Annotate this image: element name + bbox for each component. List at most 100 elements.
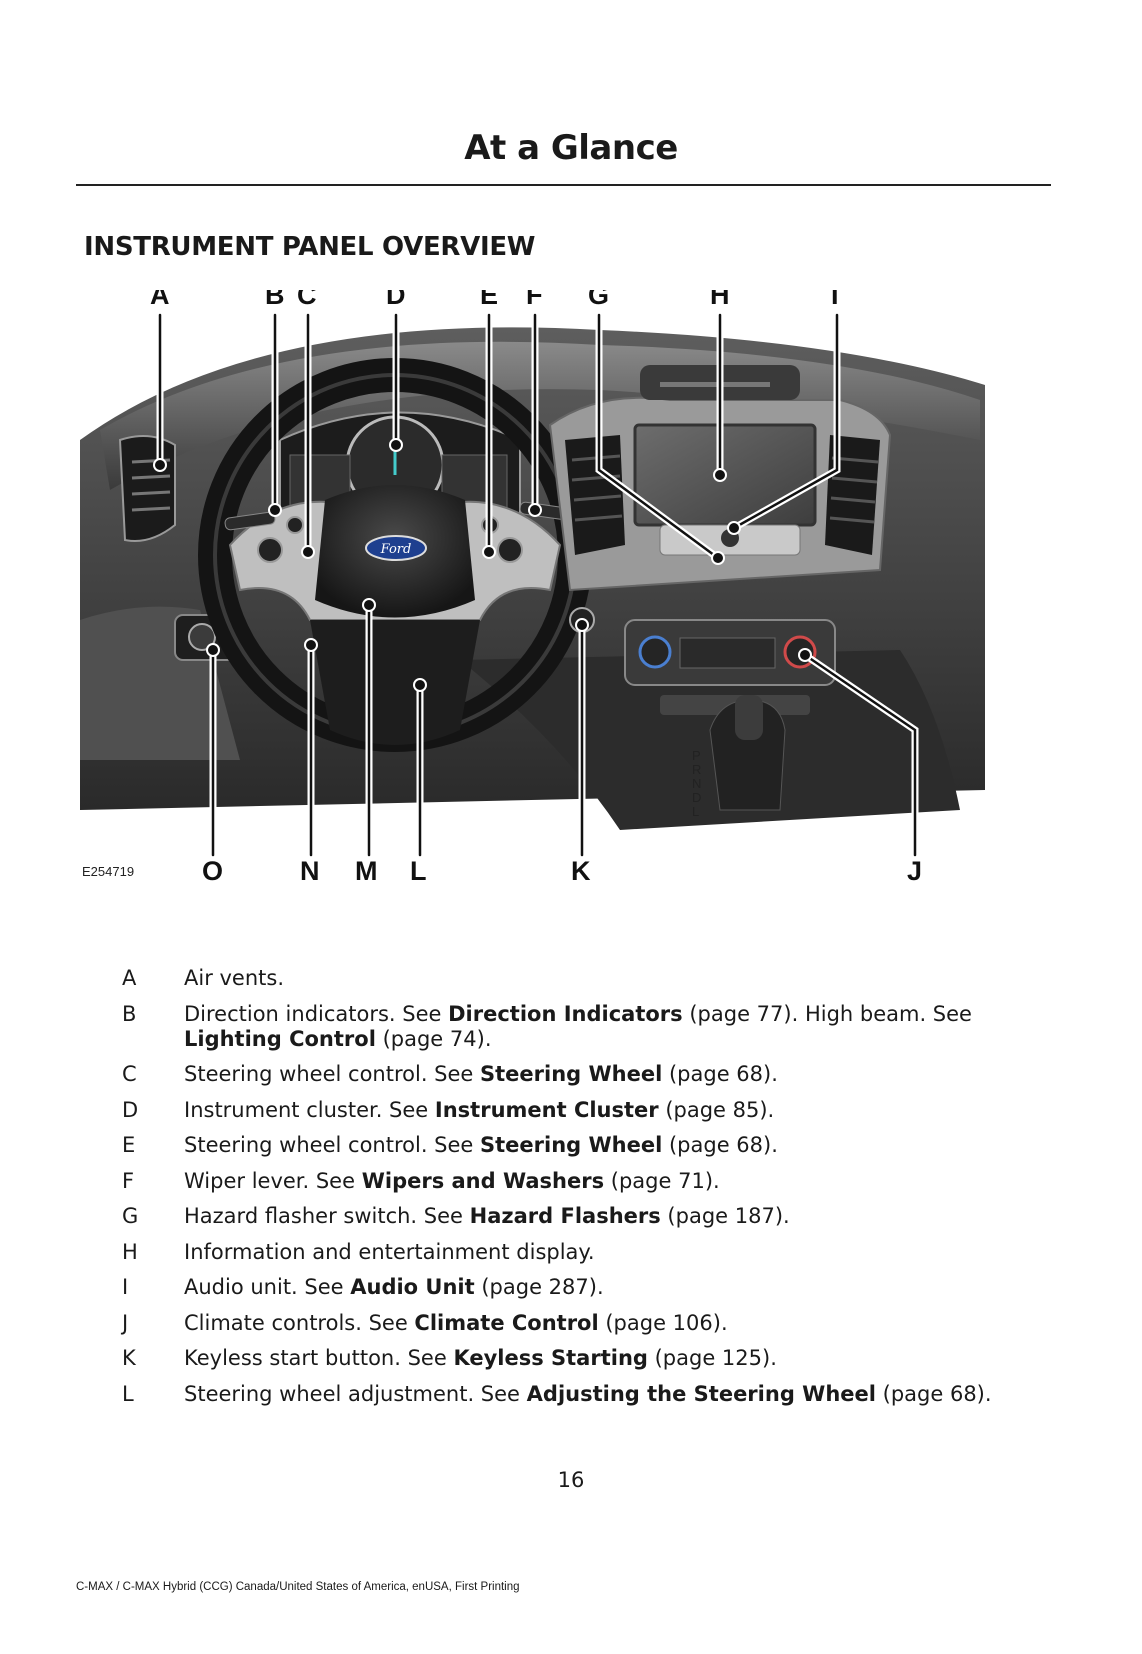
cross-reference-link[interactable]: Instrument Cluster <box>434 1097 659 1122</box>
figure-id: E254719 <box>82 864 134 879</box>
section-heading: INSTRUMENT PANEL OVERVIEW <box>84 232 536 262</box>
gear-label-d: D <box>692 790 701 805</box>
gear-shifter: P R N D L <box>692 695 786 819</box>
legend-key: F <box>122 1168 135 1193</box>
legend-item-c: C Steering wheel control. See Steering Wh… <box>122 1062 1042 1087</box>
legend-lead-text: Instrument cluster. See <box>184 1097 435 1122</box>
callout-letters-bottom: O N M L K J <box>202 856 922 886</box>
left-wheel-controls <box>257 516 304 563</box>
legend-lead-text: Air vents. <box>184 966 285 990</box>
legend-lead-text: Steering wheel adjustment. See <box>184 1381 527 1406</box>
legend-item-i: I Audio unit. See Audio Unit (page 287). <box>122 1275 1042 1300</box>
cross-reference-link[interactable]: Hazard Flashers <box>469 1204 661 1228</box>
legend-lead-text: Climate controls. See <box>184 1310 415 1335</box>
legend-key: E <box>122 1133 136 1157</box>
cross-reference-link[interactable]: Lighting Control <box>184 1026 376 1051</box>
legend-continuation-text: High beam. See <box>798 1001 972 1026</box>
callout-e: E <box>480 290 498 310</box>
ford-logo <box>365 535 427 561</box>
legend-text: Air vents. <box>184 966 1042 991</box>
legend-text: Keyless start button. See Keyless Starti… <box>184 1346 1042 1371</box>
legend-text: Wiper lever. See Wipers and Washers (pag… <box>184 1169 1042 1194</box>
legend-text: Information and entertainment display. <box>184 1240 1042 1265</box>
chapter-title: At a Glance <box>464 128 678 168</box>
page-reference: (page 77). <box>682 1001 799 1026</box>
page-reference: (page 125). <box>647 1346 777 1370</box>
cross-reference-link[interactable]: Audio Unit <box>350 1275 475 1299</box>
cross-reference-link[interactable]: Steering Wheel <box>480 1062 663 1086</box>
legend-lead-text: Direction indicators. See <box>184 1001 449 1026</box>
legend-lead-text: Steering wheel control. See <box>184 1062 481 1086</box>
gear-label-l: L <box>692 804 699 819</box>
cross-reference-link[interactable]: Keyless Starting <box>453 1346 648 1370</box>
legend-item-f: F Wiper lever. See Wipers and Washers (pa… <box>122 1169 1042 1194</box>
legend-key: H <box>122 1239 138 1264</box>
callout-o: O <box>202 856 223 886</box>
legend-key: L <box>122 1381 134 1406</box>
legend-lead-text: Audio unit. See <box>184 1275 351 1299</box>
gear-label-p: P <box>692 748 701 763</box>
page-number: 16 <box>557 1468 585 1492</box>
footer-text: C-MAX / C-MAX Hybrid (CCG) Canada/United… <box>76 1581 520 1593</box>
ford-logo-text: Ford <box>380 542 412 557</box>
legend-item-b: B Direction indicators. See Direction Ind… <box>122 1002 1042 1052</box>
page-reference: (page 68). <box>662 1062 778 1086</box>
legend-lead-text: Wiper lever. See <box>184 1168 362 1193</box>
legend-text: Steering wheel adjustment. See Adjusting… <box>184 1382 1042 1407</box>
legend-lead-text: Steering wheel control. See <box>184 1133 481 1157</box>
legend-key: J <box>122 1310 129 1335</box>
legend-item-k: K Keyless start button. See Keyless Start… <box>122 1346 1042 1371</box>
legend-key: C <box>122 1062 137 1086</box>
cross-reference-link[interactable]: Steering Wheel <box>480 1133 663 1157</box>
page-reference: (page 68). <box>875 1381 992 1406</box>
header-rule <box>76 184 1051 186</box>
legend-lead-text: Information and entertainment display. <box>184 1239 595 1264</box>
legend-key: B <box>122 1001 137 1026</box>
callout-m: M <box>355 856 378 886</box>
legend-text: Steering wheel control. See Steering Whe… <box>184 1062 1042 1087</box>
legend-text: Steering wheel control. See Steering Whe… <box>184 1133 1042 1158</box>
legend-lead-text: Keyless start button. See <box>184 1346 454 1370</box>
callout-b: B <box>265 290 285 310</box>
callout-k: K <box>571 856 591 886</box>
cross-reference-link[interactable]: Wipers and Washers <box>361 1168 605 1193</box>
cross-reference-link[interactable]: Direction Indicators <box>448 1001 683 1026</box>
legend-key: I <box>122 1275 129 1299</box>
legend-key: D <box>122 1097 139 1122</box>
callout-d: D <box>386 290 406 310</box>
page-reference: (page 187). <box>660 1204 790 1228</box>
instrument-panel-figure: Ford <box>80 290 1050 940</box>
legend-text: Hazard flasher switch. See Hazard Flashe… <box>184 1204 1042 1229</box>
legend-text: Audio unit. See Audio Unit (page 287). <box>184 1275 1042 1300</box>
cross-reference-link[interactable]: Adjusting the Steering Wheel <box>526 1381 876 1406</box>
callout-leaders <box>156 311 919 859</box>
callout-g: G <box>588 290 609 310</box>
page-reference: (page 287). <box>474 1275 604 1299</box>
legend-text: Instrument cluster. See Instrument Clust… <box>184 1098 1042 1123</box>
legend-key: K <box>122 1346 136 1370</box>
cross-reference-link[interactable]: Climate Control <box>414 1310 599 1335</box>
gear-label-r: R <box>692 762 701 777</box>
page-reference: (page 85). <box>658 1097 775 1122</box>
callout-i: I <box>831 290 839 310</box>
legend-item-d: D Instrument cluster. See Instrument Clus… <box>122 1098 1042 1123</box>
legend-text: Direction indicators. See Direction Indi… <box>184 1002 1042 1052</box>
callout-c: C <box>297 290 317 310</box>
dashboard-illustration: Ford <box>80 290 985 886</box>
legend-item-g: G Hazard flasher switch. See Hazard Flash… <box>122 1204 1042 1229</box>
page-reference: (page 71). <box>604 1168 720 1193</box>
callout-j: J <box>907 856 922 886</box>
legend-item-j: J Climate controls. See Climate Control (… <box>122 1311 1042 1336</box>
center-left-vent <box>565 435 625 555</box>
page-reference: (page 106). <box>598 1310 728 1335</box>
legend-text: Climate controls. See Climate Control (p… <box>184 1311 1042 1336</box>
indicator-stalk <box>224 511 276 531</box>
gear-label-n: N <box>692 776 701 791</box>
callout-a: A <box>150 290 170 310</box>
center-right-vent <box>825 435 880 555</box>
callout-h: H <box>710 290 730 310</box>
callout-l: L <box>410 856 427 886</box>
legend-key: G <box>122 1204 139 1228</box>
